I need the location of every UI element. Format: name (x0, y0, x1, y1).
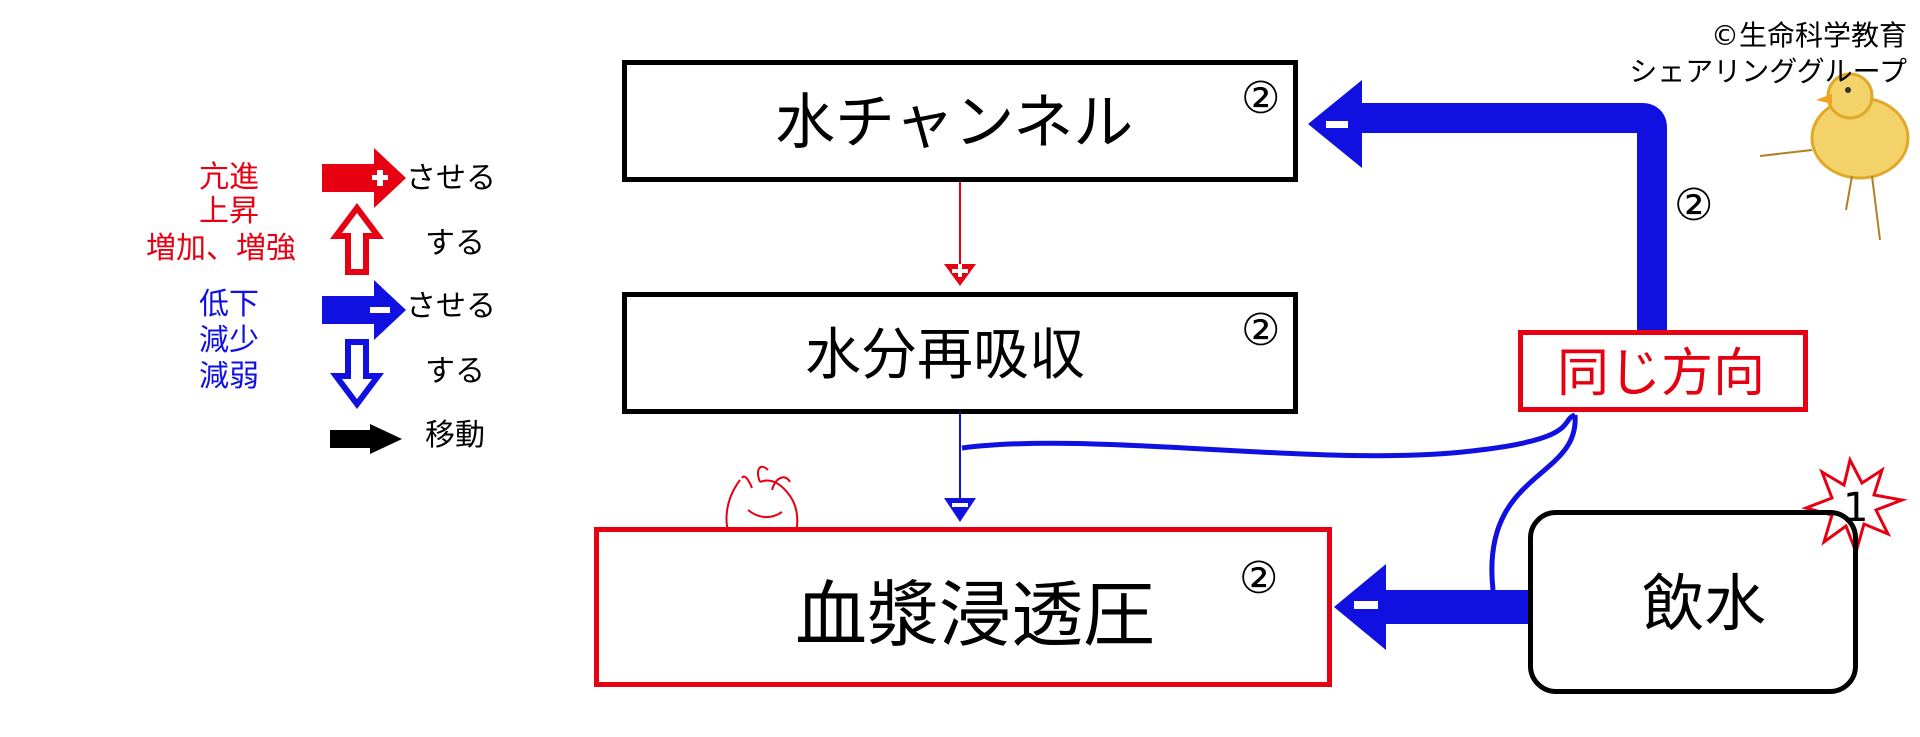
legend-red-filled-arrow-icon (322, 148, 406, 208)
water-channel-box: 水チャンネル ② (622, 60, 1298, 182)
plasma-osmotic-box: 血漿浸透圧 ② (594, 527, 1332, 687)
copyright-line-1: ©生命科学教育 (1710, 19, 1907, 52)
legend-up-term-1: 亢進 (199, 160, 259, 195)
same-direction-box: 同じ方向 (1518, 330, 1808, 412)
blue-decrease-arrow (944, 414, 976, 522)
drinking-water-box: 飲水 (1528, 510, 1858, 694)
drinking-water-label: 飲水 (1642, 567, 1767, 640)
legend-blue-filled-arrow-icon (322, 280, 406, 340)
legend-blue-down-arrow-icon (330, 339, 384, 409)
legend-make-do-red: させる (406, 161, 496, 196)
drinking-water-marker: 1 (1843, 485, 1869, 531)
legend-make-do-blue: させる (406, 289, 496, 324)
same-direction-curve-lower (1489, 414, 1578, 591)
legend-down-term-2: 減少 (199, 323, 259, 358)
duck-doodle-icon (1759, 72, 1910, 241)
plasma-osmotic-label: 血漿浸透圧 (795, 573, 1156, 657)
reabsorption-box: 水分再吸収 ② (622, 292, 1298, 414)
water-channel-label: 水チャンネル (775, 88, 1134, 158)
legend-black-arrow-icon (330, 424, 402, 454)
drink-to-plasma-arrow (1334, 564, 1528, 650)
reabsorption-marker: ② (1241, 305, 1281, 356)
water-channel-marker: ② (1241, 73, 1281, 124)
legend-down-term-1: 低下 (199, 287, 259, 322)
same-direction-label: 同じ方向 (1557, 344, 1766, 404)
feedback-arrow (1308, 80, 1667, 330)
legend-up-term-3: 増加、増強 (146, 231, 296, 266)
red-increase-arrow (944, 182, 976, 286)
legend-move: 移動 (425, 418, 485, 453)
plasma-osmotic-marker: ② (1239, 553, 1279, 604)
reabsorption-label: 水分再吸収 (805, 323, 1085, 388)
feedback-arrow-marker: ② (1674, 180, 1714, 231)
legend-do-blue: する (425, 354, 485, 389)
legend-down-term-3: 減弱 (199, 359, 259, 394)
legend-red-up-arrow-icon (330, 203, 384, 275)
legend-do-red: する (425, 226, 485, 261)
legend-up-term-2: 上昇 (199, 194, 259, 229)
same-direction-curve (961, 412, 1577, 459)
copyright-line-2: シェアリンググループ (1629, 55, 1907, 88)
